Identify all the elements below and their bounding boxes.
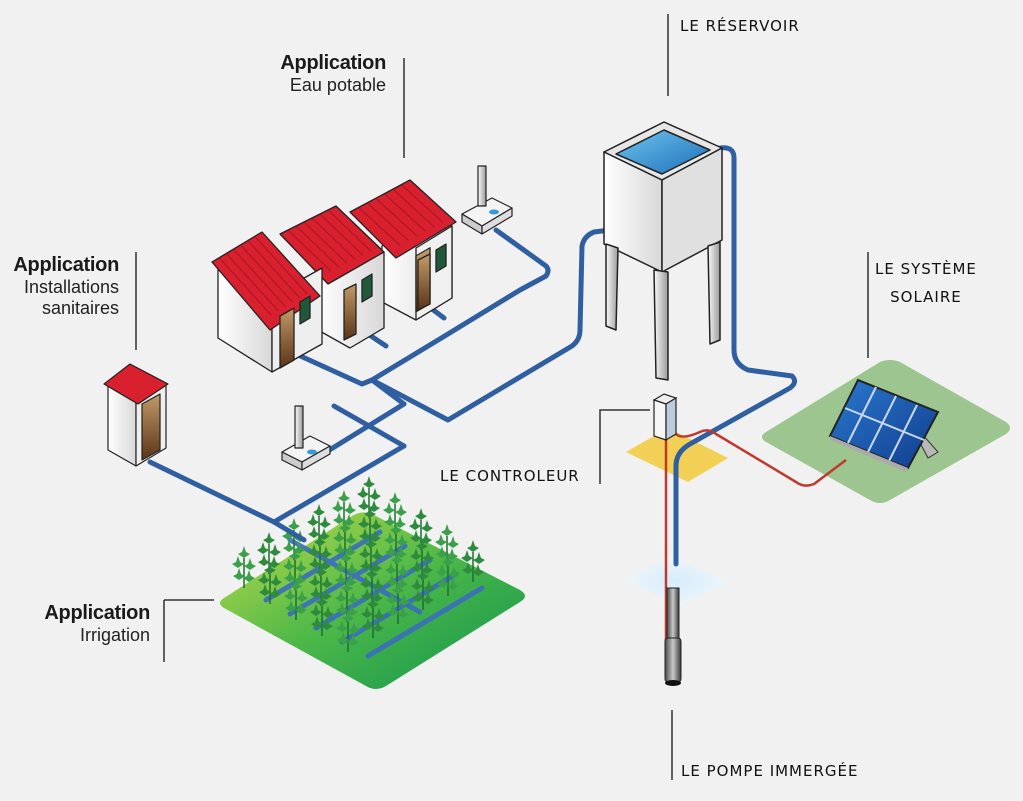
plant-icon (435, 524, 459, 566)
roof-ridge (401, 184, 444, 223)
label-controleur: LE CONTROLEUR (440, 467, 580, 485)
label-sanitaires-subtitle-1: Installations (23, 277, 119, 297)
label-sanitaires-title: Application (13, 254, 119, 276)
leader-lines (135, 14, 869, 780)
roof-ridge (254, 235, 308, 295)
latrine (103, 363, 169, 467)
label-eau-potable-title: Application (280, 52, 386, 74)
water-tap-upper (461, 165, 513, 235)
houses (211, 179, 457, 373)
roof-ridge (233, 248, 286, 308)
roof-ridge (311, 217, 356, 260)
roof-ridge (358, 207, 401, 246)
roof-ridge (375, 197, 418, 237)
label-solaire-line2: SOLAIRE (890, 288, 962, 306)
label-solaire-line1: LE SYSTÈME (875, 260, 977, 278)
label-pompe: LE POMPE IMMERGÉE (681, 762, 859, 780)
label-sanitaires-subtitle-2: sanitaires (41, 298, 119, 318)
well-glow (624, 556, 728, 606)
plant-icon (334, 550, 358, 592)
label-reservoir: LE RÉSERVOIR (680, 17, 800, 35)
label-sanitaires: Application Installations sanitaires (0, 254, 119, 319)
solar-panel (828, 378, 940, 472)
roof-ridge (383, 193, 427, 232)
plant-icon (409, 508, 433, 550)
plant-icon (336, 610, 360, 652)
plant-icon (258, 562, 282, 604)
roof-ridge (303, 221, 348, 264)
plant-icon (357, 476, 381, 518)
plant-icon (232, 546, 256, 588)
roof-ridge (287, 229, 332, 272)
plant-icon (436, 554, 460, 596)
plant-icon (333, 520, 357, 562)
label-eau-potable: Application Eau potable (250, 52, 386, 96)
plant-icon (359, 536, 383, 578)
controller-box (652, 393, 678, 442)
roof-ridge (392, 188, 435, 228)
plant-icon (361, 596, 385, 638)
water-tower (603, 121, 723, 381)
roof-ridge (240, 244, 294, 303)
roof-ridge (218, 257, 272, 316)
label-irrigation-subtitle: Irrigation (79, 625, 150, 645)
irrigation-field (220, 476, 525, 689)
plant-icon (411, 568, 435, 610)
label-irrigation-title: Application (44, 602, 150, 624)
submersible-pump (664, 587, 682, 686)
roof-ridge (247, 240, 301, 299)
power-cable (664, 429, 847, 676)
roof-ridge (225, 253, 279, 312)
label-eau-potable-subtitle: Eau potable (289, 75, 386, 95)
roof-ridge (319, 213, 364, 256)
plant-icon (310, 594, 334, 636)
water-tap-lower (281, 405, 331, 471)
label-irrigation: Application Irrigation (20, 602, 150, 646)
plant-icon (386, 582, 410, 624)
roof-ridge (295, 225, 340, 268)
roof-ridge (366, 202, 409, 242)
plant-icon (257, 532, 281, 574)
plant-icon (461, 540, 485, 582)
plant-icon (284, 578, 308, 620)
water-pipes (147, 145, 798, 567)
label-solaire: LE SYSTÈME SOLAIRE (875, 255, 977, 311)
roof-ridge (327, 209, 372, 252)
